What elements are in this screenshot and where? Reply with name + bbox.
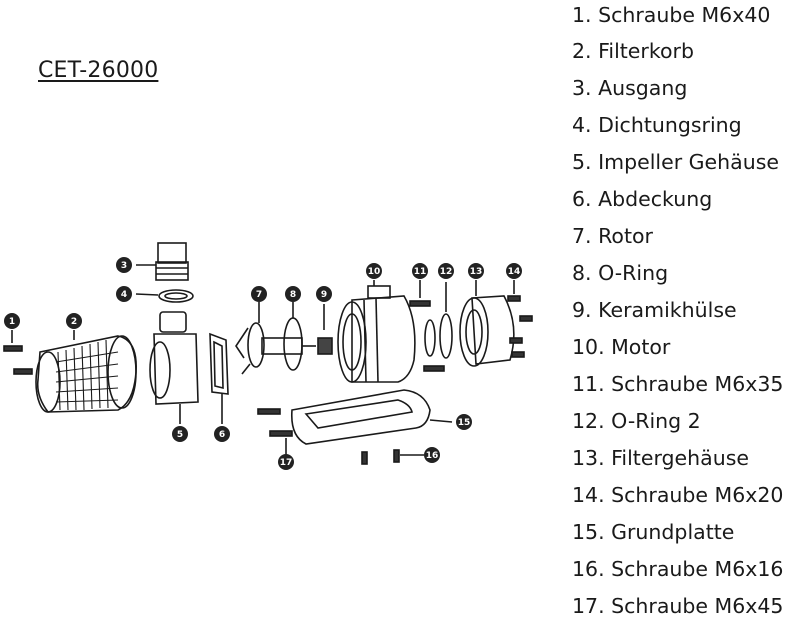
legend-item: 7. Rotor [572, 224, 653, 248]
part-rotor [235, 302, 316, 375]
part-dichtungsring [135, 289, 194, 303]
callout-bubble [4, 313, 20, 329]
callout-number: 3 [121, 261, 127, 271]
part-keramikhuelse [317, 304, 333, 355]
legend-item: 1. Schraube M6x40 [572, 3, 771, 27]
legend-item: 2. Filterkorb [572, 39, 694, 63]
part-motor [337, 280, 416, 383]
callout-bubble [278, 454, 294, 470]
legend-item: 13. Filtergehäuse [572, 446, 749, 470]
legend-item: 3. Ausgang [572, 76, 688, 100]
legend-item: 9. Keramikhülse [572, 298, 737, 322]
part-screw-m6x45 [257, 408, 293, 456]
callout-bubble [316, 286, 332, 302]
callout-number: 7 [256, 290, 262, 300]
callout-bubble [66, 313, 82, 329]
legend-item: 11. Schraube M6x35 [572, 372, 784, 396]
callout-number: 5 [177, 430, 183, 440]
callout-bubble [251, 286, 267, 302]
legend-item: 12. O-Ring 2 [572, 409, 701, 433]
callout-number: 6 [219, 430, 225, 440]
part-o-ring [283, 302, 303, 371]
callout-number: 2 [71, 317, 77, 327]
callout-number: 10 [368, 267, 381, 277]
callout-bubble [116, 257, 132, 273]
part-screw-m6x16 [361, 449, 424, 465]
callout-number: 17 [280, 458, 293, 468]
legend-item: 15. Grundplatte [572, 520, 735, 544]
callout-number: 8 [290, 290, 296, 300]
callout-bubble [424, 447, 440, 463]
callout-bubble [456, 414, 472, 430]
callout-number: 15 [458, 418, 471, 428]
callout-bubble [412, 263, 428, 279]
legend-item: 10. Motor [572, 335, 671, 359]
callout-bubble [506, 263, 522, 279]
model-number: CET-26000 [38, 58, 159, 83]
part-grundplatte [290, 389, 453, 445]
part-o-ring-2 [424, 282, 453, 359]
callout-number: 16 [426, 451, 439, 461]
callout-bubble [172, 426, 188, 442]
part-screw-m6x35 [409, 280, 445, 372]
legend-item: 14. Schraube M6x20 [572, 483, 784, 507]
callout-number: 9 [321, 290, 327, 300]
callout-bubble [438, 263, 454, 279]
part-ausgang [136, 242, 189, 281]
legend-item: 4. Dichtungsring [572, 113, 742, 137]
callout-bubble [468, 263, 484, 279]
callout-number: 11 [414, 267, 427, 277]
legend-item: 17. Schraube M6x45 [572, 594, 784, 618]
callout-number: 12 [440, 267, 453, 277]
legend-item: 16. Schraube M6x16 [572, 557, 784, 581]
callout-number: 14 [508, 267, 521, 277]
callout-number: 4 [121, 290, 127, 300]
part-filterkorb [35, 330, 137, 413]
callout-bubble [285, 286, 301, 302]
part-screw-m6x40 [3, 330, 33, 375]
callout-bubble [116, 286, 132, 302]
legend-item: 5. Impeller Gehäuse [572, 150, 780, 174]
callout-bubble [214, 426, 230, 442]
part-impeller-gehaeuse [149, 311, 199, 424]
callout-number: 13 [470, 267, 483, 277]
callout-number: 1 [9, 317, 15, 327]
legend-item: 6. Abdeckung [572, 187, 713, 211]
callout-bubble [366, 263, 382, 279]
part-filtergehaeuse [459, 280, 515, 367]
part-screw-m6x20 [507, 280, 533, 358]
legend-item: 8. O-Ring [572, 261, 669, 285]
part-abdeckung [209, 332, 229, 424]
